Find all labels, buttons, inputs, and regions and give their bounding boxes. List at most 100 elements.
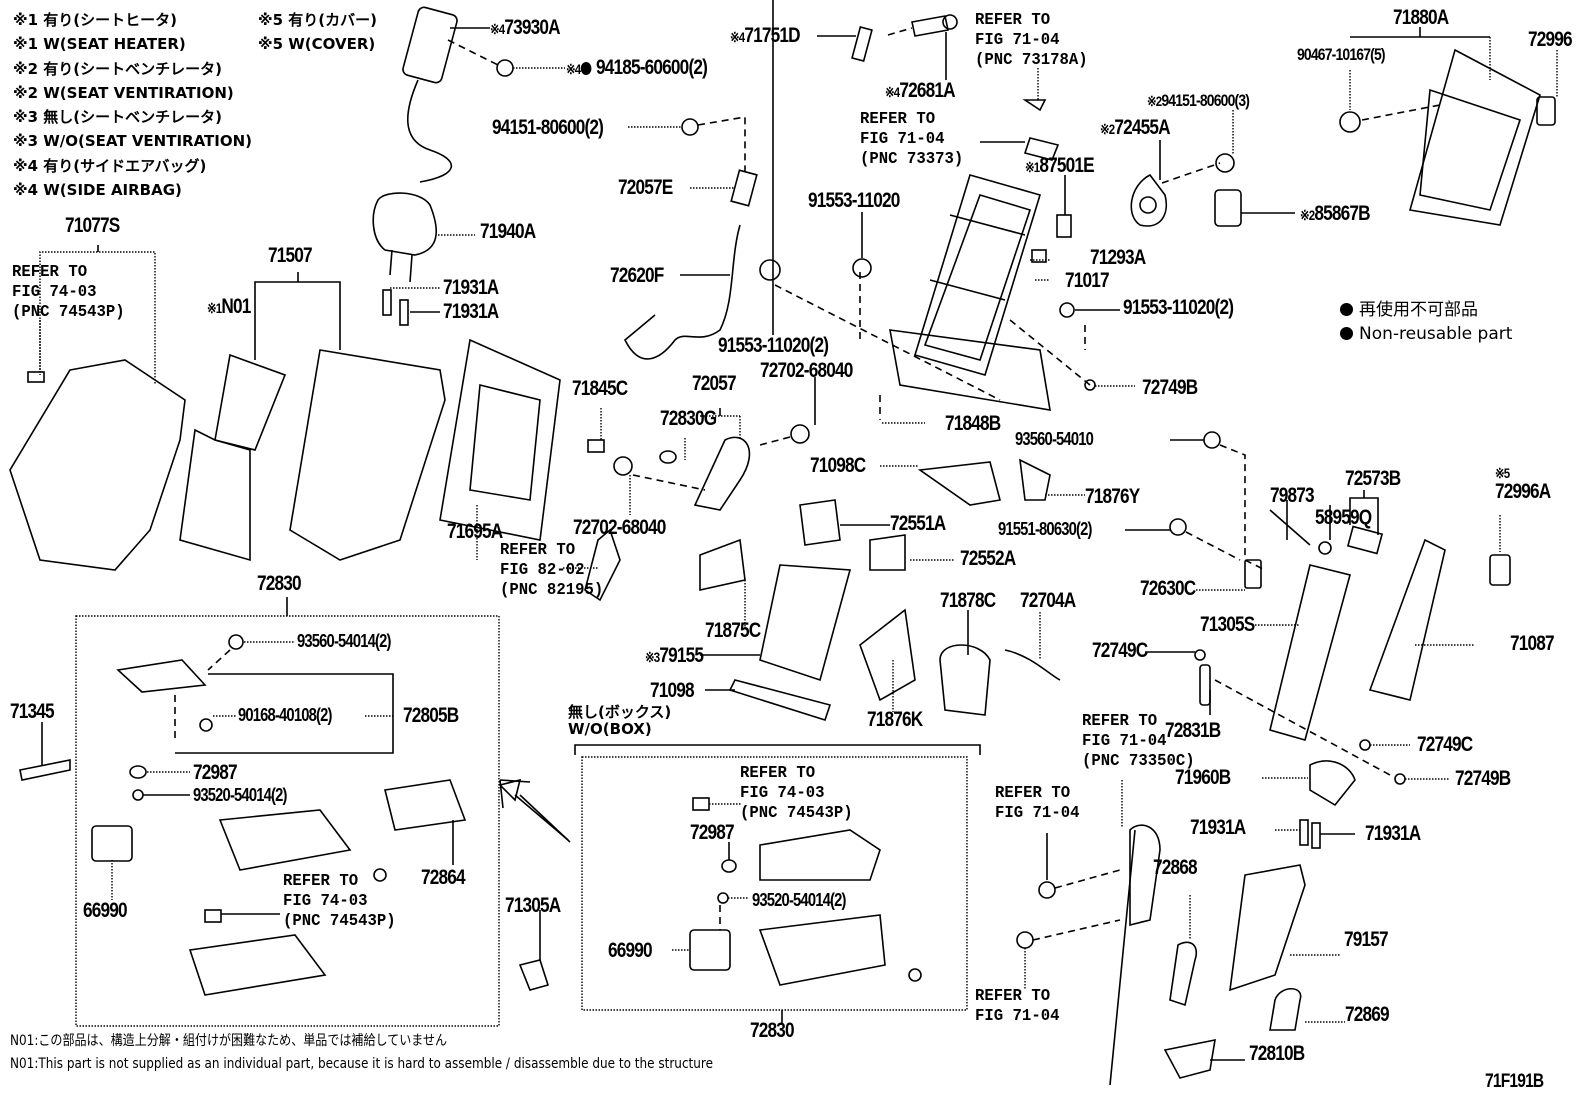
reference-note[interactable]: REFER TO FIG 74-03 (PNC 74543P) <box>12 263 125 322</box>
part-label[interactable]: 93520-54014(2) <box>193 785 287 805</box>
part-label[interactable]: 71931A <box>1365 822 1421 845</box>
part-label[interactable]: 71087 <box>1510 632 1555 655</box>
seatback-cover-part <box>9 245 186 571</box>
part-label[interactable]: ※285867B <box>1300 202 1371 225</box>
brackets-middle-part <box>563 458 1085 721</box>
reference-note[interactable]: REFER TO FIG 71-04 <box>995 784 1080 823</box>
nonreusable-en: Non-reusable part <box>1359 324 1513 344</box>
seatback-frame-part <box>759 0 1135 424</box>
nonreusable-jp: 再使用不可部品 <box>1359 300 1478 320</box>
part-label[interactable]: 72830G <box>660 407 717 430</box>
legend-line: ※4 W(SIDE AIRBAG) <box>13 181 182 200</box>
part-label[interactable]: ※187501E <box>1025 154 1095 177</box>
part-label[interactable]: 72864 <box>421 866 466 889</box>
part-label[interactable]: 71845C <box>572 377 628 400</box>
part-label[interactable]: 72749B <box>1142 376 1198 399</box>
part-label[interactable]: 71098 <box>650 679 695 702</box>
part-label[interactable]: 72987 <box>193 761 238 784</box>
part-label[interactable]: 72704A <box>1020 589 1076 612</box>
reference-note[interactable]: REFER TO FIG 71-04 <box>975 987 1060 1026</box>
reference-note[interactable]: REFER TO FIG 71-04 (PNC 73373) <box>860 110 964 169</box>
reference-note[interactable]: REFER TO FIG 74-03 (PNC 74543P) <box>283 872 396 931</box>
part-label[interactable]: 72749B <box>1455 767 1511 790</box>
part-label[interactable]: 72551A <box>890 512 946 535</box>
part-label[interactable]: 71960B <box>1175 766 1231 789</box>
part-label[interactable]: 71695A <box>447 520 503 543</box>
part-label[interactable]: 90467-10167(5) <box>1297 45 1386 64</box>
part-label[interactable]: 72630C <box>1140 577 1196 600</box>
part-label[interactable]: 71098C <box>810 454 866 477</box>
part-label[interactable]: 72749C <box>1092 639 1148 662</box>
seatback-pad-part <box>179 272 446 562</box>
part-label[interactable]: 72057 <box>692 372 737 395</box>
part-label[interactable]: 72749C <box>1417 733 1473 756</box>
part-label[interactable]: 71077S <box>65 214 120 237</box>
part-label[interactable]: 58959Q <box>1315 506 1372 529</box>
part-label[interactable]: 94151-80600(2) <box>492 116 604 139</box>
part-label[interactable]: 72552A <box>960 547 1016 570</box>
part-label[interactable]: 72805B <box>403 704 459 727</box>
part-label[interactable]: 72702-68040 <box>760 359 853 382</box>
part-label[interactable]: ※294151-80600(3) <box>1147 91 1250 110</box>
part-label[interactable]: 90168-40108(2) <box>238 705 332 725</box>
legend-line: ※2 有り(シートベンチレータ) <box>13 59 222 78</box>
part-label[interactable]: 93520-54014(2) <box>752 890 846 910</box>
reference-note[interactable]: REFER TO FIG 82-02 (PNC 82195) <box>500 541 604 600</box>
part-label[interactable]: 72620F <box>610 264 664 287</box>
part-label[interactable]: 71880A <box>1393 6 1449 29</box>
part-label[interactable]: 91553-11020(2) <box>1123 296 1234 319</box>
part-label[interactable]: ※379155 <box>645 644 704 667</box>
part-label[interactable]: 66990 <box>83 899 128 922</box>
part-label[interactable]: ※272455A <box>1100 116 1171 139</box>
part-label[interactable]: 91553-11020(2) <box>718 334 829 357</box>
part-label[interactable]: 72987 <box>690 821 735 844</box>
part-label[interactable]: 91553-11020 <box>808 189 900 212</box>
headrest-part <box>372 192 475 326</box>
part-label[interactable]: 72869 <box>1345 1003 1390 1026</box>
part-label[interactable]: 71848B <box>945 412 1001 435</box>
part-label[interactable]: 71017 <box>1065 269 1110 292</box>
part-label[interactable]: 71931A <box>1190 816 1246 839</box>
nonreusable-icon <box>580 62 592 75</box>
part-label[interactable]: 72996 <box>1528 28 1573 51</box>
part-label[interactable]: 72830 <box>750 1019 795 1042</box>
reference-note[interactable]: REFER TO FIG 71-04 (PNC 73350C) <box>1082 712 1195 771</box>
part-label[interactable]: 71940A <box>480 220 536 243</box>
part-label[interactable]: ※471751D <box>730 24 801 47</box>
part-label[interactable]: 71876K <box>867 708 923 731</box>
part-label[interactable]: ※472681A <box>885 79 956 102</box>
part-label[interactable]: 91551-80630(2) <box>998 519 1092 539</box>
bracket-bolt-part <box>817 14 958 80</box>
part-label[interactable]: 72810B <box>1249 1042 1305 1065</box>
part-label[interactable]: ※1N01 <box>207 295 251 318</box>
part-label[interactable]: ※473930A <box>490 16 561 39</box>
part-label[interactable]: 72057E <box>618 176 673 199</box>
part-label[interactable]: 71305A <box>505 894 561 917</box>
part-label[interactable]: 72573B <box>1345 467 1401 490</box>
part-label[interactable]: 71931A <box>443 300 499 323</box>
part-label[interactable]: 72831B <box>1165 719 1221 742</box>
part-label[interactable]: 79157 <box>1344 928 1389 951</box>
part-label[interactable]: 93560-54010 <box>1015 429 1094 449</box>
part-label[interactable]: 79873 <box>1270 484 1315 507</box>
part-label[interactable]: 72868 <box>1153 856 1198 879</box>
part-label[interactable]: 71293A <box>1090 246 1146 269</box>
part-label[interactable]: 71345 <box>10 700 55 723</box>
without-box-jp: 無し(ボックス) <box>568 703 672 721</box>
part-label[interactable]: 71931A <box>443 276 499 299</box>
part-label[interactable]: 71507 <box>268 244 313 267</box>
part-label[interactable]: 71876Y <box>1085 485 1140 508</box>
part-label[interactable]: 72702-68040 <box>573 516 666 539</box>
part-label[interactable]: 93560-54014(2) <box>297 631 391 651</box>
armrest-box-assembly <box>19 597 571 1027</box>
part-label[interactable]: 71305S <box>1200 613 1255 636</box>
reference-note[interactable]: REFER TO FIG 71-04 (PNC 73178A) <box>975 11 1088 70</box>
part-label[interactable]: 72830 <box>257 572 302 595</box>
part-label[interactable]: 71878C <box>940 589 996 612</box>
part-label[interactable]: 71875C <box>705 619 761 642</box>
reference-note[interactable]: REFER TO FIG 74-03 (PNC 74543P) <box>740 764 853 823</box>
recliner-cover-part <box>587 377 816 515</box>
part-label[interactable]: 66990 <box>608 939 653 962</box>
